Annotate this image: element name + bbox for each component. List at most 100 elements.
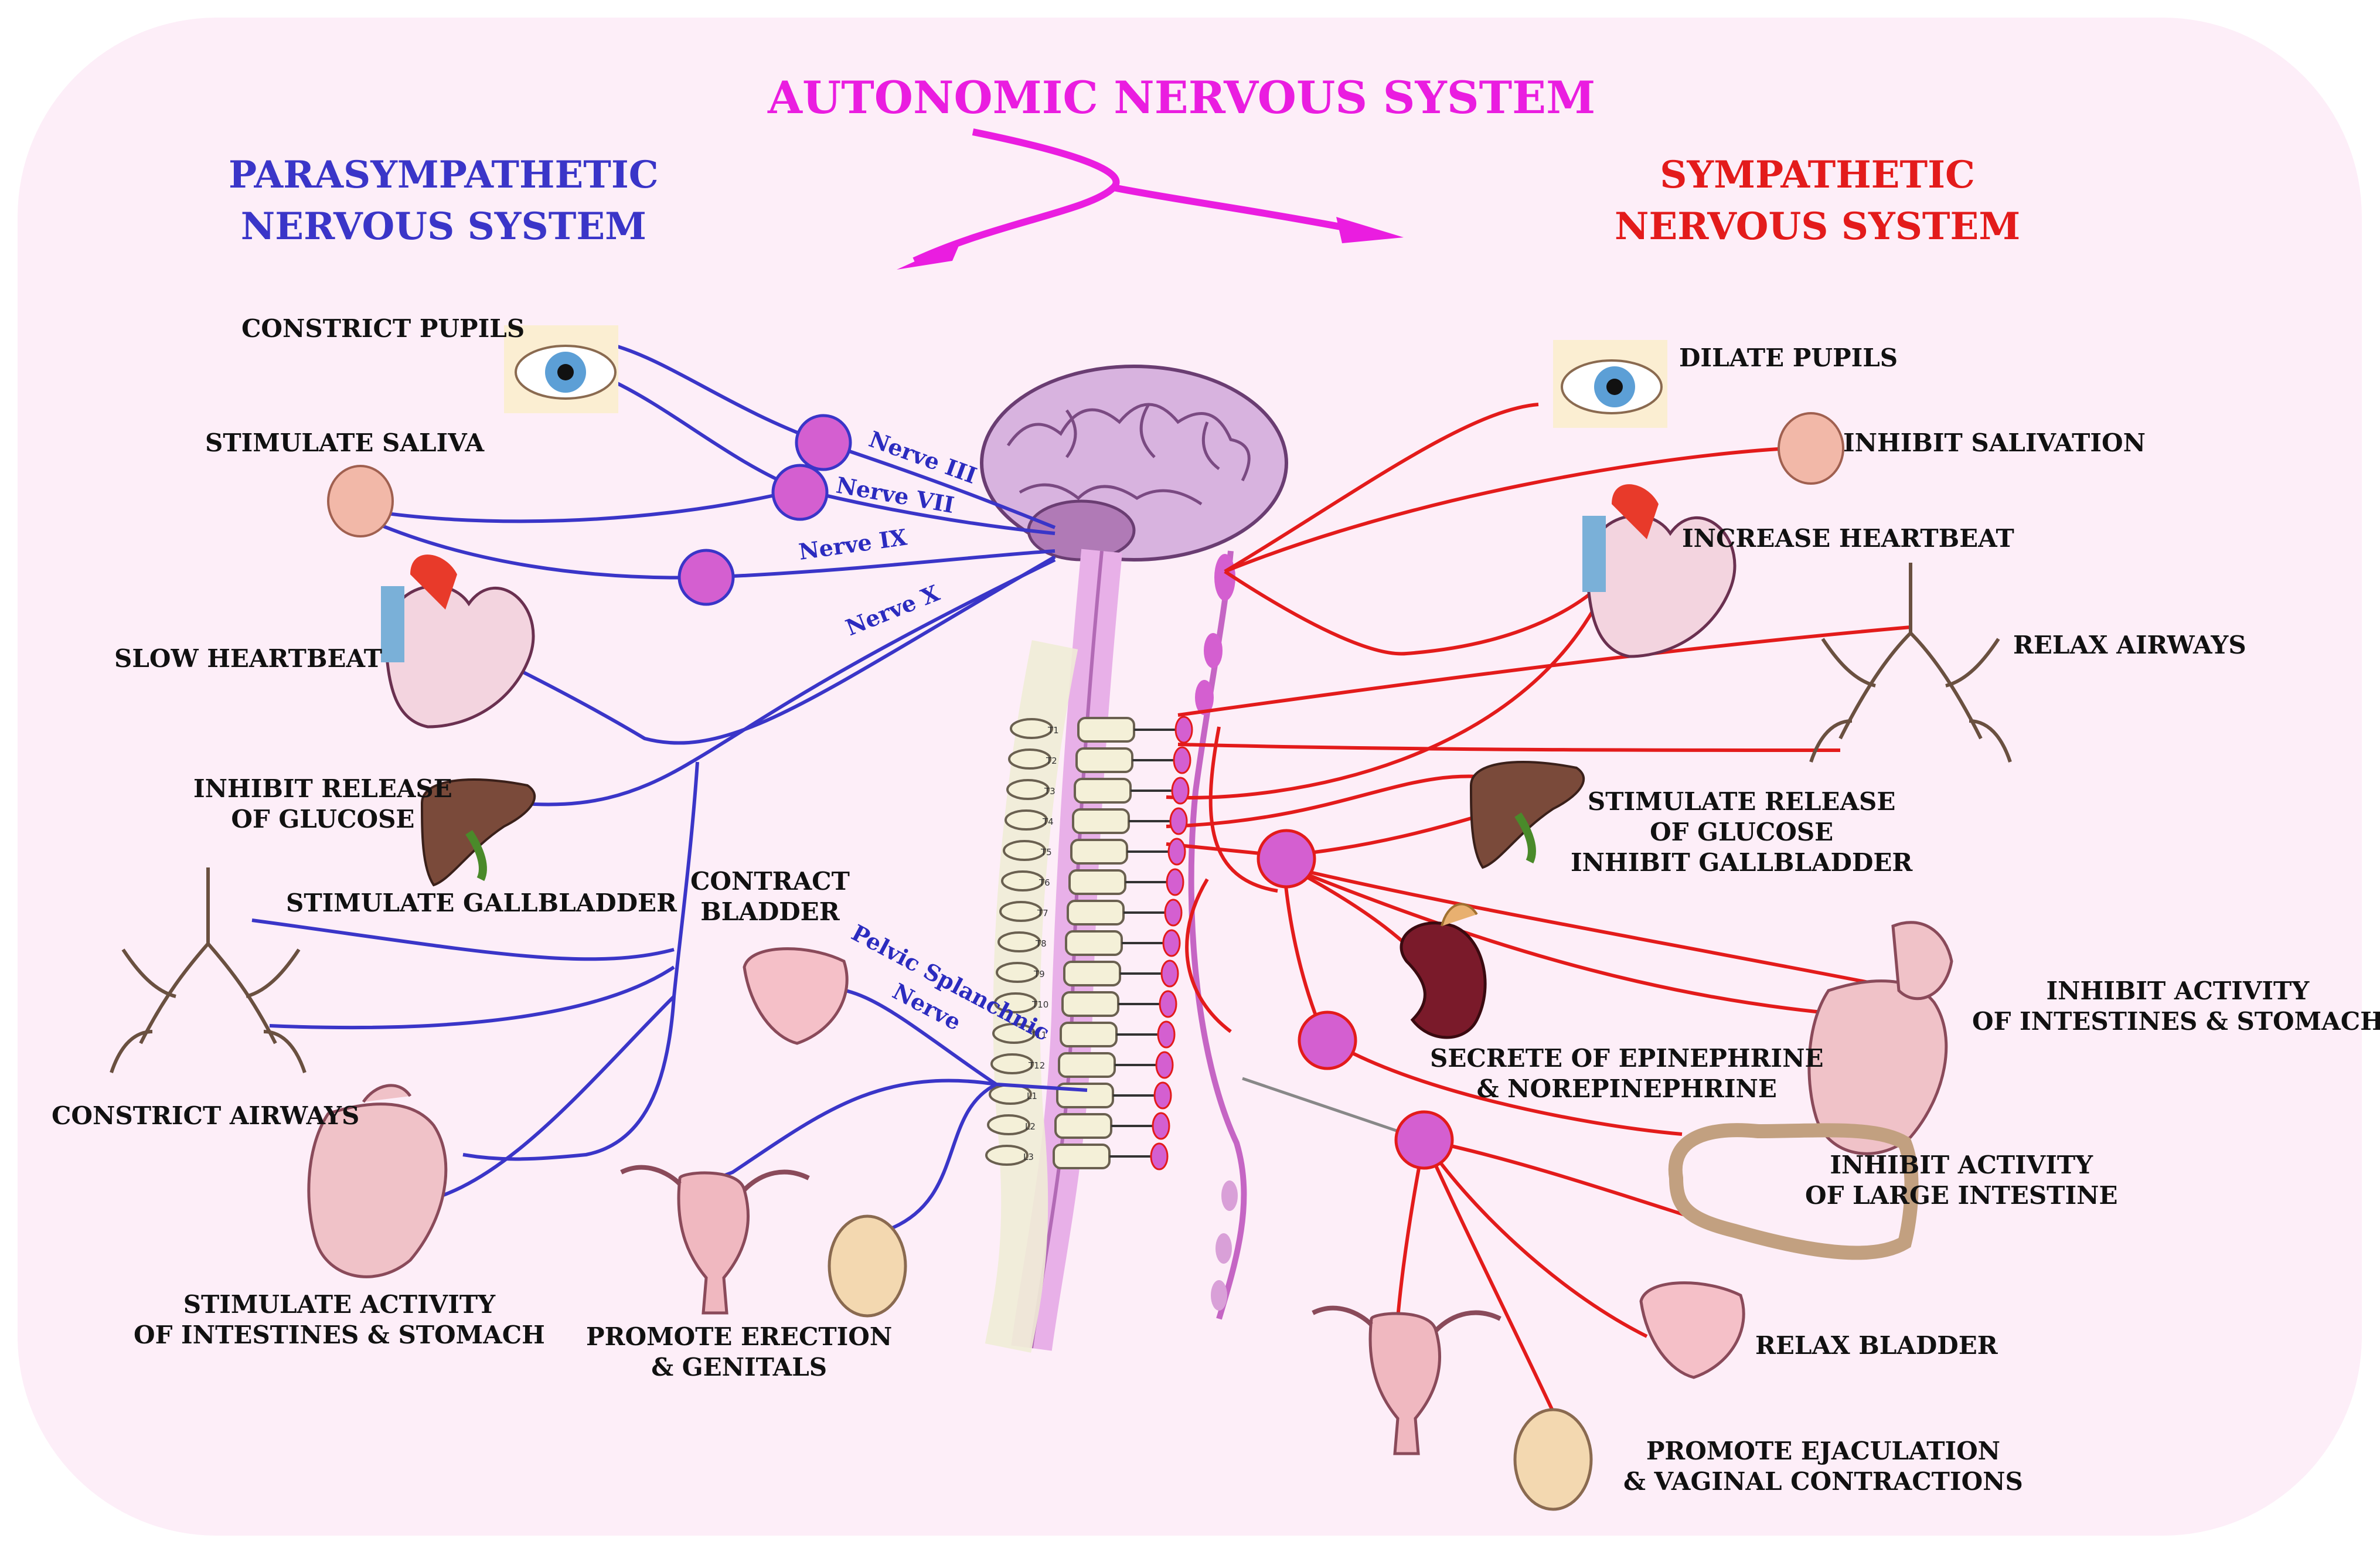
spine-segment-label: T10 [1031,999,1048,1010]
sympathetic-chain-ganglion [1153,1081,1172,1110]
sympathetic-chain-nodes [1150,716,1193,1170]
vertebra-process [1005,809,1048,831]
vertebra-process [1006,779,1050,800]
airways-illustration-left [110,867,307,1073]
vertebra-process [997,931,1041,952]
label-promote-ejaculation-line2: & VAGINAL CONTRACTIONS [1623,1467,2023,1496]
vertebra [1065,930,1123,956]
sympathetic-pathways [1166,403,1911,1425]
label-constrict-airways: CONSTRICT AIRWAYS [52,1101,360,1130]
vertebra [1075,747,1133,773]
bladder-illustration-left [743,947,849,1045]
vertebra [1067,900,1125,925]
label-promote-ejaculation: PROMOTE EJACULATION & VAGINAL CONTRACTIO… [1623,1436,2023,1497]
sympathetic-chain-ganglion [1166,868,1184,896]
label-inhibit-large-intestine: INHIBIT ACTIVITY OF LARGE INTESTINE [1805,1150,2118,1211]
vertebra-process [1010,718,1053,739]
sympathetic-chain-ganglion [1155,1051,1174,1079]
label-stimulate-activity-line1: STIMULATE ACTIVITY [183,1290,496,1319]
sympathetic-heading-line2: NERVOUS SYSTEM [1615,205,2021,249]
sympathetic-chain-ganglion [1164,899,1183,927]
spine-segment-label: T1 [1047,725,1059,736]
spine-segment-label: T4 [1042,816,1054,827]
label-inhibit-release-line2: OF GLUCOSE [231,805,415,833]
sympathetic-chain-ganglion [1169,807,1188,835]
sympathetic-chain-ganglion [1150,1142,1169,1170]
vertebra [1072,808,1130,834]
label-promote-erection-line1: PROMOTE ERECTION [586,1322,893,1351]
uterus-illustration-right [1312,1305,1501,1455]
label-inhibit-intestines-line1: INHIBIT ACTIVITY [2046,976,2310,1005]
vertebra-process [985,1145,1029,1166]
spine-segment-label: T2 [1046,756,1057,766]
sympathetic-chain-ganglion [1171,777,1190,805]
spine-segment-label: T11 [1030,1030,1047,1040]
spine-segment-label: T7 [1037,908,1048,918]
liver-illustration-right [1469,761,1585,869]
spine-segment-label: T9 [1033,969,1045,979]
vertebra-process [1001,870,1044,892]
label-relax-bladder: RELAX BLADDER [1755,1331,1998,1360]
label-stimulate-activity-line2: OF INTESTINES & STOMACH [134,1321,545,1349]
brain-illustration [980,365,1288,562]
sympathetic-heading: SYMPATHETIC NERVOUS SYSTEM [1615,149,2020,253]
spine-segment-label: T3 [1044,786,1055,797]
eye-illustration-right [1553,340,1667,428]
label-inhibit-release-glucose: INHIBIT RELEASE OF GLUCOSE [193,774,452,835]
label-contract-bladder: CONTRACT BLADDER [690,866,850,927]
vertebra [1061,991,1119,1017]
sympathetic-chain-ganglion [1159,990,1177,1018]
heart-illustration-left [381,554,535,729]
vertebra [1058,1052,1116,1078]
sympathetic-chain-ganglion [1162,929,1181,957]
label-dilate-pupils: DILATE PUPILS [1679,343,1898,372]
label-inhibit-gallbladder: INHIBIT GALLBLADDER [1571,848,1913,877]
label-secrete-epinephrine: SECRETE OF EPINEPHRINE & NOREPINEPHRINE [1430,1043,1823,1104]
spine-segment-label: T5 [1040,847,1052,858]
label-constrict-pupils: CONSTRICT PUPILS [241,314,525,343]
vertebra-process [987,1114,1030,1135]
large-intestine-illustration [1668,1123,1919,1260]
sympathetic-chain-ganglion [1174,716,1193,744]
testis-illustration-left [828,1214,907,1318]
label-inhibit-large-line2: OF LARGE INTESTINE [1805,1181,2118,1210]
spine-segment-label: T12 [1028,1060,1045,1071]
vertebra-process [992,1023,1036,1044]
spine-segment-label: L2 [1025,1121,1036,1132]
vertebra [1060,1022,1118,1047]
vertebra-process [1008,748,1051,770]
title-arrows [897,128,1404,270]
parasympathetic-heading-line2: NERVOUS SYSTEM [240,205,646,249]
sympathetic-chain-ganglion [1157,1020,1176,1049]
label-promote-ejaculation-line1: PROMOTE EJACULATION [1646,1437,2001,1465]
sympathetic-chain [1188,550,1247,1320]
parasympathetic-ganglia [677,414,852,606]
label-inhibit-intestines-line2: OF INTESTINES & STOMACH [1972,1007,2380,1036]
uterus-illustration-left [620,1165,810,1315]
vertebra [1063,961,1121,986]
sympathetic-chain-ganglion [1160,959,1179,988]
kidney-illustration [1400,903,1487,1039]
vertebra-process [994,992,1037,1013]
sympathetic-chain-ganglion [1173,746,1191,774]
diagram-background [18,18,2362,1536]
vertebra-process [990,1053,1034,1074]
label-secrete-line2: & NOREPINEPHRINE [1476,1074,1777,1103]
label-contract-bladder-line1: CONTRACT [690,867,850,896]
testis-illustration-right [1513,1408,1593,1511]
parasympathetic-heading: PARASYMPATHETIC NERVOUS SYSTEM [229,149,659,253]
label-slow-heartbeat: SLOW HEARTBEAT [114,644,382,673]
label-contract-bladder-line2: BLADDER [700,897,840,926]
diagram-title: AUTONOMIC NERVOUS SYSTEM [768,72,1596,124]
spine-segment-label: T6 [1039,877,1050,888]
label-stimulate-activity: STIMULATE ACTIVITY OF INTESTINES & STOMA… [134,1289,545,1350]
label-inhibit-large-line1: INHIBIT ACTIVITY [1830,1151,2093,1179]
airways-illustration-right [1809,563,2012,763]
intestines-illustration-right [1807,921,1953,1155]
sympathetic-chain-ganglion [1152,1112,1170,1140]
vertebra [1077,717,1135,743]
label-stimulate-release-glucose: STIMULATE RELEASE OF GLUCOSE INHIBIT GAL… [1571,787,1912,878]
spine-segment-label: T8 [1035,938,1047,949]
label-relax-airways: RELAX AIRWAYS [2013,631,2246,659]
label-promote-erection: PROMOTE ERECTION & GENITALS [586,1322,892,1383]
